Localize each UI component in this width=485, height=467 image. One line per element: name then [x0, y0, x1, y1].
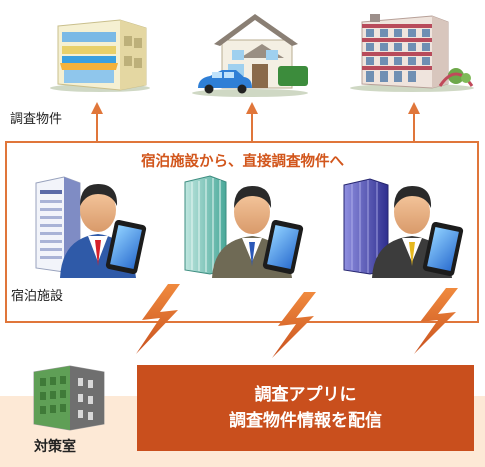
upward-arrow-right	[408, 102, 420, 142]
upward-arrow-center	[246, 102, 258, 142]
survey-properties-label: 調査物件	[10, 112, 63, 127]
connector-frame	[5, 141, 479, 323]
upward-arrow-left	[91, 102, 103, 142]
apartment-building-icon	[350, 14, 474, 92]
distribution-message-box: 調査アプリに 調査物件情報を配信	[137, 365, 474, 451]
flow-caption: 宿泊施設から、直接調査物件へ	[141, 154, 344, 170]
shop-building-icon	[50, 19, 150, 92]
signal-bolt-icon	[136, 284, 180, 354]
task-force-room-label: 対策室	[34, 439, 76, 455]
message-line-1: 調査アプリに	[254, 385, 357, 405]
house-with-car-icon	[192, 14, 308, 97]
task-force-office-building-icon	[33, 365, 105, 431]
tablet-device-icon	[105, 219, 147, 275]
signal-bolt-icon	[272, 292, 316, 358]
message-line-2: 調査物件情報を配信	[229, 411, 382, 431]
tablet-device-icon	[262, 219, 304, 275]
signal-bolt-icon	[414, 288, 458, 354]
lodging-facility-label: 宿泊施設	[11, 289, 64, 304]
tablet-device-icon	[422, 221, 464, 277]
